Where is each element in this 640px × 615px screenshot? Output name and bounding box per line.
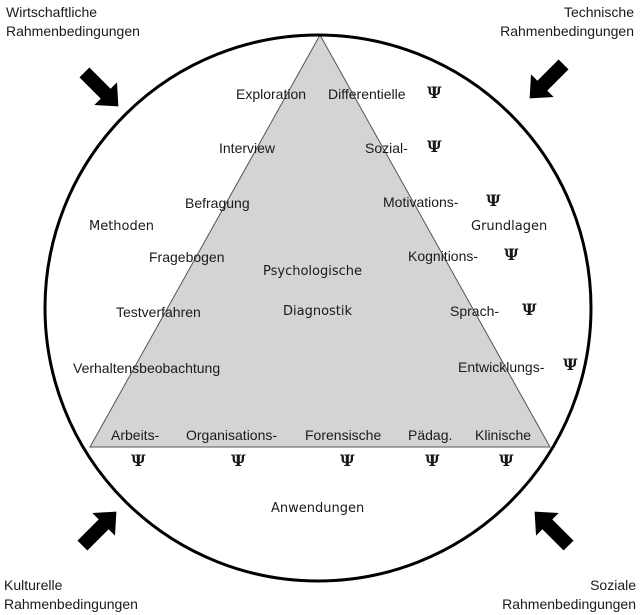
foundation-sprach: Sprach- <box>450 303 500 319</box>
corner-line1: Soziale <box>590 577 636 593</box>
application-forensische: Forensische <box>305 427 382 443</box>
corner-line1: Technische <box>563 4 634 20</box>
center-title-line1: Psychologische <box>263 264 363 279</box>
psi-icon: Ψ <box>504 245 519 264</box>
psi-icon: Ψ <box>231 451 246 470</box>
label-technische: Technische Rahmenbedingungen <box>500 3 634 41</box>
outer-circle <box>43 33 593 583</box>
label-wirtschaftliche: Wirtschaftliche Rahmenbedingungen <box>6 3 140 41</box>
label-kulturelle: Kulturelle Rahmenbedingungen <box>4 576 138 614</box>
application-organisations: Organisations- <box>186 427 278 443</box>
application-klinische: Klinische <box>475 427 532 443</box>
psi-icon: Ψ <box>425 451 440 470</box>
psi-icon: Ψ <box>131 451 146 470</box>
application-arbeits: Arbeits- <box>111 427 160 443</box>
application-paedag: Pädag. <box>408 427 453 443</box>
applications-heading: Anwendungen <box>271 501 365 516</box>
method-verhaltensbeobachtung: Verhaltensbeobachtung <box>73 360 221 376</box>
triangle <box>89 33 551 448</box>
foundation-sozial: Sozial- <box>365 140 408 156</box>
psi-icon: Ψ <box>427 137 442 156</box>
psi-icon: Ψ <box>522 300 537 319</box>
label-soziale: Soziale Rahmenbedingungen <box>502 576 636 614</box>
psi-icon: Ψ <box>340 451 355 470</box>
method-interview: Interview <box>219 140 276 156</box>
arrow-bottom-left-icon <box>77 511 117 551</box>
foundation-motivations: Motivations- <box>383 194 459 210</box>
methods-heading: Methoden <box>89 219 154 234</box>
corner-line1: Kulturelle <box>4 577 63 593</box>
method-exploration: Exploration <box>236 86 307 102</box>
corner-line2: Rahmenbedingungen <box>6 23 140 39</box>
center-title-line2: Diagnostik <box>283 304 353 319</box>
psi-icon: Ψ <box>427 83 442 102</box>
corner-line2: Rahmenbedingungen <box>4 596 138 612</box>
corner-line1: Wirtschaftliche <box>6 4 98 20</box>
foundation-differentielle: Differentielle <box>328 86 406 102</box>
foundation-kognitions: Kognitions- <box>408 248 479 264</box>
arrow-top-left-icon <box>79 67 119 107</box>
corner-line2: Rahmenbedingungen <box>502 596 636 612</box>
method-befragung: Befragung <box>185 195 250 211</box>
arrow-bottom-right-icon <box>534 511 574 551</box>
corner-line2: Rahmenbedingungen <box>500 23 634 39</box>
psi-icon: Ψ <box>486 191 501 210</box>
foundation-entwicklungs: Entwicklungs- <box>458 359 545 375</box>
foundations-heading: Grundlagen <box>471 219 548 234</box>
arrow-top-right-icon <box>529 59 569 99</box>
psi-icon: Ψ <box>563 355 578 374</box>
method-testverfahren: Testverfahren <box>116 304 201 320</box>
method-fragebogen: Fragebogen <box>149 249 225 265</box>
psi-icon: Ψ <box>499 451 514 470</box>
